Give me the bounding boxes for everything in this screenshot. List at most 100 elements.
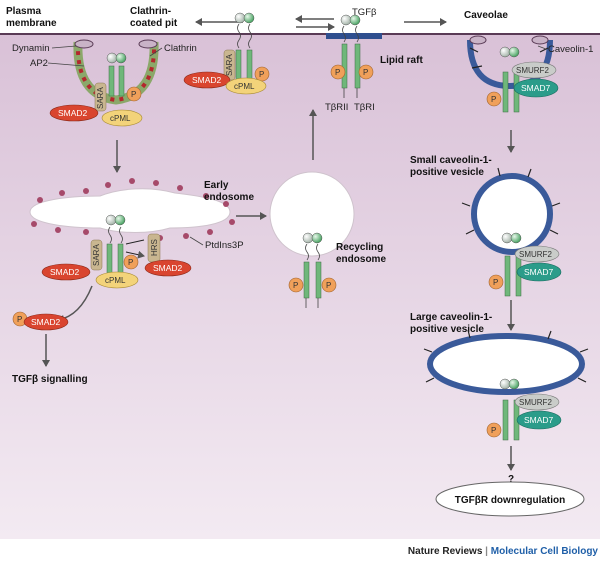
hrs-label: HRS — [150, 239, 159, 256]
clathrin-pointer — [149, 47, 163, 57]
phospho-badge: P — [123, 254, 139, 270]
svg-text:SMURF2: SMURF2 — [516, 66, 549, 75]
svg-text:P: P — [493, 278, 498, 287]
caveolin-marks — [423, 329, 589, 383]
ptdins3p-dot — [177, 185, 183, 191]
smad7-large-vesicle: SMAD7 — [516, 410, 562, 430]
large-vesicle-receptor-complex — [499, 378, 520, 441]
ptdins3p-dot — [55, 227, 61, 233]
cpml-membrane: cPML — [225, 77, 267, 95]
lipid-raft — [326, 33, 382, 39]
small-vesicle-receptor-complex — [501, 232, 522, 297]
sara-label-membrane: SARA — [225, 54, 234, 76]
small-caveolar-vesicle — [471, 173, 553, 255]
svg-text:P: P — [491, 426, 496, 435]
clathrin-coated-pit — [73, 39, 159, 105]
phospho-badge: P — [358, 64, 374, 80]
sara-label-pit: SARA — [96, 87, 105, 109]
small-vesicle-label: Small caveolin-1-positive vesicle — [410, 155, 492, 178]
smurf2-small-vesicle: SMURF2 — [514, 245, 560, 263]
phospho-badge: P — [330, 64, 346, 80]
svg-text:SMAD2: SMAD2 — [58, 108, 88, 118]
ptdins3p-dot — [153, 180, 159, 186]
svg-text:P: P — [363, 68, 368, 77]
ptdins3p-dot — [203, 193, 209, 199]
svg-text:SMURF2: SMURF2 — [519, 250, 552, 259]
dynamin-pointer — [51, 45, 77, 49]
sara-label-endosome: SARA — [92, 244, 101, 266]
clathrin-pit-label: Clathrin-coated pit — [130, 6, 178, 29]
large-vesicle-label: Large caveolin-1-positive vesicle — [410, 312, 492, 335]
phospho-badge: P — [486, 91, 502, 107]
endosome-receptor-complex — [90, 214, 161, 279]
phospho-badge: P — [288, 277, 304, 293]
ptdins3p-dot — [31, 221, 37, 227]
svg-text:cPML: cPML — [234, 82, 255, 91]
phospho-badge: P — [126, 86, 142, 102]
caveolin1-label: Caveolin-1 — [548, 44, 593, 55]
tgfb-ligand-label: TGFβ — [352, 7, 377, 18]
ap2-label: AP2 — [30, 58, 48, 69]
ptdins3p-dot — [83, 188, 89, 194]
svg-text:P: P — [259, 70, 264, 79]
svg-text:SMAD7: SMAD7 — [524, 415, 554, 425]
svg-text:SMAD7: SMAD7 — [524, 267, 554, 277]
caveolin1-pointer — [537, 45, 547, 50]
svg-text:P: P — [17, 315, 22, 324]
ptdins3p-dot — [105, 182, 111, 188]
svg-text:cPML: cPML — [110, 114, 131, 123]
recycling-endosome — [269, 171, 355, 257]
recycling-receptor-complex — [302, 232, 323, 308]
smad7-caveolae: SMAD7 — [513, 78, 559, 98]
svg-text:SMAD2: SMAD2 — [50, 267, 80, 277]
svg-text:cPML: cPML — [105, 276, 126, 285]
svg-text:SMURF2: SMURF2 — [519, 398, 552, 407]
clathrin-label: Clathrin — [164, 43, 197, 54]
downregulation-label: TGFβR downregulation — [455, 495, 566, 506]
svg-text:SMAD2: SMAD2 — [192, 75, 222, 85]
tgfb-signalling-label: TGFβ signalling — [12, 374, 88, 385]
caveolin-marks — [461, 167, 561, 235]
ptdins3p-lipids — [31, 178, 235, 241]
smad2-endosome-right: SMAD2 — [144, 259, 192, 277]
large-caveolar-vesicle — [427, 333, 585, 395]
cpml-endosome: cPML — [95, 271, 139, 289]
smad2-endosome-left: SMAD2 — [41, 263, 91, 281]
svg-text:P: P — [131, 90, 136, 99]
svg-text:P: P — [128, 258, 133, 267]
smad2-released: SMAD2 — [23, 313, 69, 331]
ptdins3p-dot — [37, 197, 43, 203]
raft-receptor-complex — [340, 14, 361, 98]
svg-text:P: P — [326, 281, 331, 290]
ptdins3p-dot — [129, 178, 135, 184]
svg-text:P: P — [491, 95, 496, 104]
tbrii-label: TβRII — [325, 102, 348, 113]
lipid-raft-label: Lipid raft — [380, 55, 423, 66]
ptdins3p-dot — [183, 233, 189, 239]
ptdins3p-dot — [229, 219, 235, 225]
early-endosome — [29, 188, 231, 233]
membrane-receptor-complex — [223, 12, 255, 85]
ptdins3p-dot — [207, 229, 213, 235]
extracellular-space — [0, 0, 600, 34]
svg-text:P: P — [335, 68, 340, 77]
dynamin-label: Dynamin — [12, 43, 50, 54]
phospho-badge: P — [321, 277, 337, 293]
ptdins3p-dot — [223, 201, 229, 207]
smad2-membrane: SMAD2 — [183, 71, 231, 89]
question-mark: ? — [508, 474, 514, 485]
tbri-label: TβRI — [354, 102, 375, 113]
svg-text:SMAD2: SMAD2 — [31, 317, 61, 327]
phospho-badge: P — [254, 66, 270, 82]
ptdins3p-label: PtdIns3P — [205, 240, 244, 251]
phospho-badge: P — [488, 274, 504, 290]
svg-text:SMAD2: SMAD2 — [153, 263, 183, 273]
smad2-pit: SMAD2 — [49, 104, 99, 122]
smurf2-caveolae: SMURF2 — [511, 61, 557, 79]
svg-text:SMAD7: SMAD7 — [521, 83, 551, 93]
sara-protein — [94, 82, 107, 112]
